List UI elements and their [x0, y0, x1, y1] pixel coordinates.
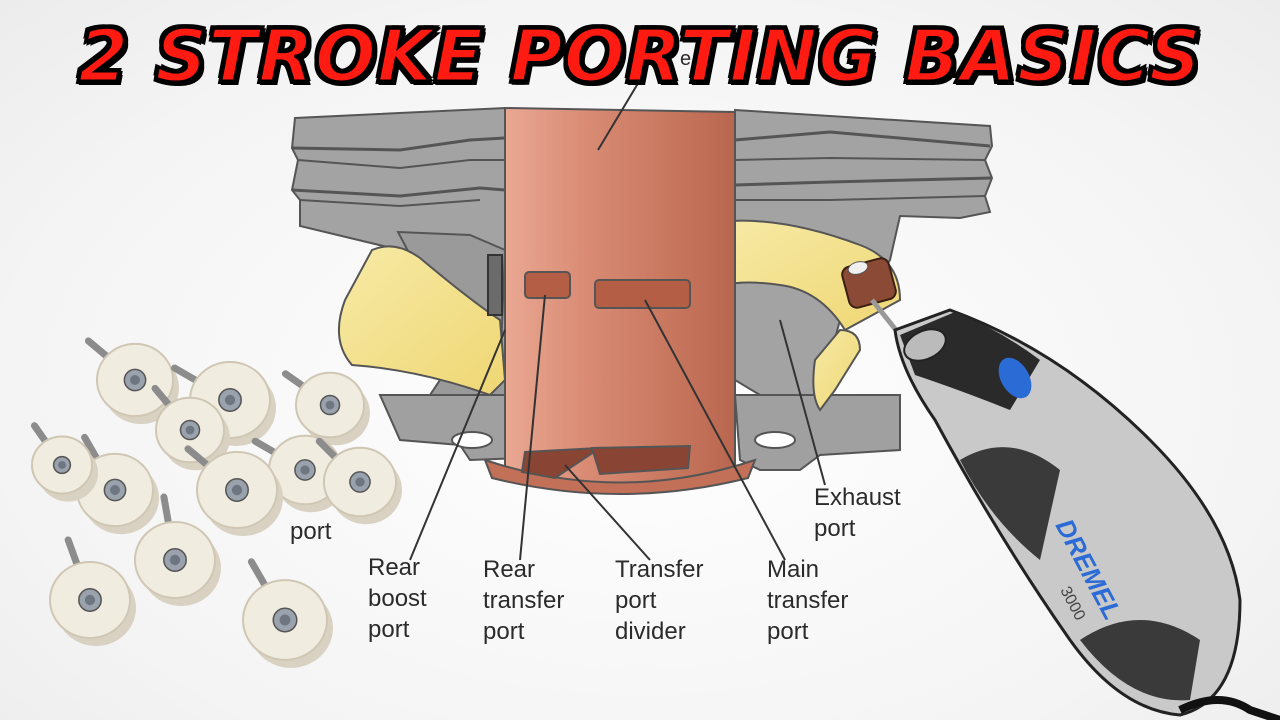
sanding-drum-icon	[841, 257, 902, 337]
cylinder-bore	[483, 106, 757, 495]
rear-boost-port-label: Rear boost port	[368, 554, 427, 643]
felt-wheel	[184, 445, 283, 536]
exhaust-port-lower	[812, 328, 862, 412]
label-leader-lines	[409, 79, 826, 561]
rear-boost-port-window	[487, 254, 503, 316]
rear-boost-port-passage	[337, 245, 507, 397]
felt-wheel	[242, 558, 333, 668]
exhaust-port-label: Exhaust port	[814, 484, 901, 542]
rotary-tool-body	[893, 308, 1280, 720]
main-transfer-port-window	[594, 279, 691, 309]
transfer-port-divider-label: Transfer port divider	[615, 556, 704, 645]
left-port-label-fragment: port	[290, 518, 332, 545]
felt-wheel	[151, 384, 230, 471]
felt-wheel	[49, 536, 136, 646]
thumbnail-title: 2 STROKE PORTING BASICS	[77, 13, 1203, 100]
felt-wheel	[30, 422, 98, 502]
top-label-fragment: e	[680, 48, 692, 70]
felt-wheel	[84, 337, 179, 425]
felt-wheel	[315, 437, 402, 525]
transfer-port-divider-window	[520, 446, 604, 480]
rear-transfer-port-label: Rear transfer port	[483, 556, 565, 645]
rear-transfer-port-window	[524, 271, 571, 299]
main-transfer-port-label: Main transfer port	[767, 556, 849, 645]
felt-wheel	[134, 493, 221, 606]
felt-wheel	[281, 370, 370, 446]
